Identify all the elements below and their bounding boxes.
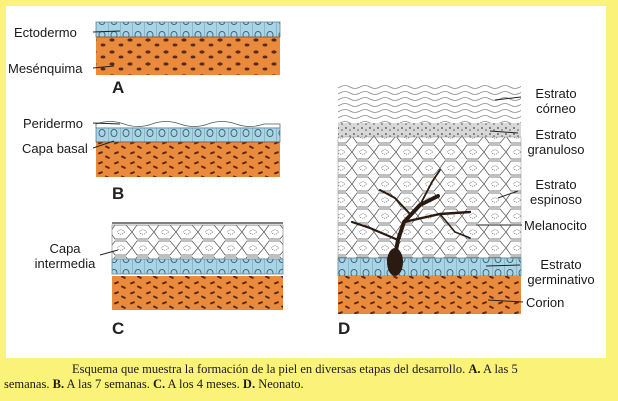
pointer-lines (92, 30, 524, 303)
label-capa-intermedia-line1: Capa (49, 241, 81, 256)
caption-line-1: Esquema que muestra la formación de la p… (72, 362, 518, 376)
panel-letter-b: B (112, 184, 125, 203)
panel-b (95, 121, 281, 177)
panel-c (111, 222, 284, 310)
panel-letter-c: C (112, 319, 125, 338)
label-estrato-granuloso-line1: Estrato (535, 127, 577, 142)
label-capa-basal: Capa basal (22, 141, 88, 156)
label-estrato-corneo-line2: córneo (536, 101, 576, 116)
figure-caption: Esquema que muestra la formación de la p… (4, 362, 616, 392)
label-ectodermo: Ectodermo (14, 25, 77, 40)
label-peridermo: Peridermo (23, 116, 83, 131)
label-melanocito: Melanocito (524, 218, 587, 233)
label-estrato-espinoso-line2: espinoso (529, 192, 583, 207)
panel-letter-a: A (112, 78, 125, 97)
label-estrato-germinativo-line2: germinativo (527, 272, 595, 287)
label-mesenquima: Mesénquima (8, 61, 83, 76)
label-corion: Corion (526, 295, 565, 310)
panel-a (95, 21, 281, 75)
caption-line-2: semanas. B. A las 7 semanas. C. A los 4 … (4, 377, 304, 391)
label-estrato-granuloso-line2: granuloso (527, 142, 585, 157)
panel-d (337, 83, 522, 314)
panel-letter-d: D (338, 319, 351, 338)
label-estrato-corneo-line1: Estrato (535, 86, 577, 101)
melanocyte-shape (350, 169, 472, 276)
label-estrato-germinativo-line1: Estrato (540, 257, 582, 272)
label-estrato-espinoso-line1: Estrato (535, 177, 577, 192)
label-capa-intermedia-line2: intermedia (34, 256, 96, 271)
